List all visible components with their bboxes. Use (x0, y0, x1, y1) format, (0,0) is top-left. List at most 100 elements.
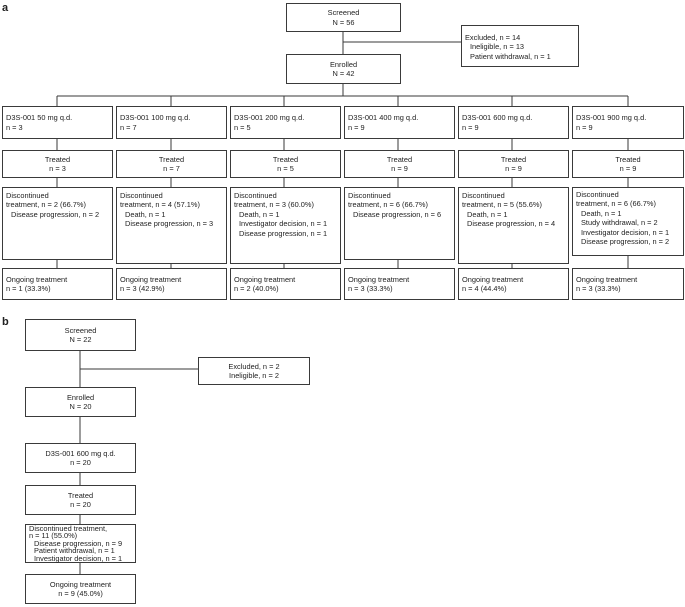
a-arm2-disc-count: treatment, n = 4 (57.1%) (120, 200, 200, 210)
b-screened-box: Screened N = 22 (25, 319, 136, 351)
b-dose-n: n = 20 (70, 458, 91, 467)
a-arm4-dose-box: D3S-001 400 mg q.d. n = 9 (344, 106, 455, 139)
a-arm6-disc-reason-2: Study withdrawal, n = 2 (581, 218, 658, 228)
a-screened-title: Screened (327, 8, 360, 18)
a-arm2-dose-label: D3S-001 100 mg q.d. (120, 113, 191, 123)
panel-a-label: a (2, 2, 9, 14)
a-arm2-ongoing-n: n = 3 (42.9%) (120, 284, 165, 293)
a-arm1-disc-count: treatment, n = 2 (66.7%) (6, 200, 86, 210)
a-arm5-dose-label: D3S-001 600 mg q.d. (462, 113, 533, 123)
a-arm2-treated-title: Treated (158, 154, 185, 164)
a-arm2-treated-box: Treated n = 7 (116, 150, 227, 178)
a-arm6-treated-title: Treated (615, 154, 641, 164)
a-arm6-discontinued-box: Discontinued treatment, n = 6 (66.7%) De… (572, 187, 684, 256)
a-arm3-disc-reason-3: Disease progression, n = 1 (239, 228, 328, 238)
a-arm5-disc-reason-1: Death, n = 1 (467, 209, 508, 219)
a-arm1-dose-box: D3S-001 50 mg q.d. n = 3 (2, 106, 113, 139)
a-arm4-treated-box: Treated n = 9 (344, 150, 455, 178)
a-arm4-treated-title: Treated (386, 154, 413, 164)
a-arm1-ongoing-title: Ongoing treatment (6, 274, 68, 284)
a-screened-count: N = 56 (332, 17, 355, 27)
a-arm4-discontinued-box: Discontinued treatment, n = 6 (66.7%) Di… (344, 187, 455, 260)
a-arm5-treated-title: Treated (500, 154, 527, 164)
b-ongoing-box: Ongoing treatment n = 9 (45.0%) (25, 574, 136, 604)
a-arm4-ongoing-title: Ongoing treatment (348, 274, 410, 284)
a-arm2-disc-reason-2: Disease progression, n = 3 (125, 219, 214, 229)
a-arm2-dose-n: n = 7 (120, 122, 137, 132)
a-excluded-ineligible: Ineligible, n = 13 (470, 42, 525, 52)
a-excluded-box: Excluded, n = 14 Ineligible, n = 13 Pati… (461, 25, 579, 67)
a-arm6-disc-reason-4: Disease progression, n = 2 (581, 237, 670, 247)
a-arm4-disc-count: treatment, n = 6 (66.7%) (348, 200, 428, 210)
a-arm6-dose-n: n = 9 (576, 122, 593, 132)
a-arm3-discontinued-box: Discontinued treatment, n = 3 (60.0%) De… (230, 187, 341, 264)
b-excluded-total: Excluded, n = 2 (228, 361, 280, 371)
b-enrolled-title: Enrolled (66, 392, 95, 402)
a-arm3-disc-title: Discontinued (234, 191, 277, 200)
b-treated-box: Treated n = 20 (25, 485, 136, 515)
a-arm5-ongoing-title: Ongoing treatment (462, 274, 524, 284)
b-disc-title: Discontinued treatment, (29, 523, 108, 533)
a-arm6-ongoing-title: Ongoing treatment (576, 274, 638, 284)
a-arm6-dose-box: D3S-001 900 mg q.d. n = 9 (572, 106, 684, 139)
b-treated-title: Treated (67, 490, 94, 500)
a-arm5-treated-box: Treated n = 9 (458, 150, 569, 178)
a-arm4-ongoing-box: Ongoing treatment n = 3 (33.3%) (344, 268, 455, 300)
b-disc-reason-3: Investigator decision, n = 1 (34, 553, 123, 563)
a-arm3-treated-n: n = 5 (277, 164, 294, 173)
a-arm3-ongoing-title: Ongoing treatment (234, 274, 296, 284)
a-arm6-disc-title: Discontinued (576, 190, 619, 199)
a-arm4-dose-label: D3S-001 400 mg q.d. (348, 113, 419, 123)
a-arm2-ongoing-box: Ongoing treatment n = 3 (42.9%) (116, 268, 227, 300)
a-arm4-disc-reason-1: Disease progression, n = 6 (353, 209, 442, 219)
a-arm5-discontinued-box: Discontinued treatment, n = 5 (55.6%) De… (458, 187, 569, 264)
a-arm6-treated-n: n = 9 (619, 164, 637, 173)
a-arm3-disc-count: treatment, n = 3 (60.0%) (234, 200, 314, 210)
b-excluded-ineligible: Ineligible, n = 2 (229, 371, 279, 380)
a-arm5-ongoing-n: n = 4 (44.4%) (462, 284, 507, 293)
a-arm1-disc-reason-1: Disease progression, n = 2 (11, 209, 100, 219)
panel-b-label: b (2, 316, 9, 328)
b-treated-n: n = 20 (70, 500, 91, 509)
a-arm2-dose-box: D3S-001 100 mg q.d. n = 7 (116, 106, 227, 139)
a-arm2-discontinued-box: Discontinued treatment, n = 4 (57.1%) De… (116, 187, 227, 264)
a-arm5-ongoing-box: Ongoing treatment n = 4 (44.4%) (458, 268, 569, 300)
a-arm6-ongoing-box: Ongoing treatment n = 3 (33.3%) (572, 268, 684, 300)
a-arm5-disc-reason-2: Disease progression, n = 4 (467, 219, 556, 229)
b-excluded-box: Excluded, n = 2 Ineligible, n = 2 (198, 357, 310, 385)
a-arm1-dose-label: D3S-001 50 mg q.d. (6, 113, 73, 123)
b-screened-title: Screened (64, 325, 97, 335)
a-arm3-ongoing-box: Ongoing treatment n = 2 (40.0%) (230, 268, 341, 300)
a-enrolled-count: N = 42 (332, 69, 355, 78)
b-disc-reason-2: Patient withdrawal, n = 1 (34, 546, 115, 556)
a-arm4-disc-title: Discontinued (348, 191, 391, 200)
b-dose-label: D3S-001 600 mg q.d. (45, 448, 116, 458)
a-arm1-treated-n: n = 3 (49, 164, 66, 173)
a-arm3-dose-label: D3S-001 200 mg q.d. (234, 113, 305, 123)
a-arm4-treated-n: n = 9 (391, 164, 408, 173)
a-arm1-disc-title: Discontinued (6, 191, 49, 200)
b-screened-count: N = 22 (69, 335, 92, 344)
a-arm5-disc-title: Discontinued (462, 191, 505, 200)
a-arm3-disc-reason-2: Investigator decision, n = 1 (239, 219, 328, 229)
a-enrolled-box: Enrolled N = 42 (286, 54, 401, 84)
b-enrolled-box: Enrolled N = 20 (25, 387, 136, 417)
b-ongoing-n: n = 9 (45.0%) (58, 589, 103, 598)
a-arm4-dose-n: n = 9 (348, 122, 365, 132)
a-excluded-withdrawal: Patient withdrawal, n = 1 (470, 51, 551, 61)
b-enrolled-count: N = 20 (69, 402, 92, 411)
a-arm4-ongoing-n: n = 3 (33.3%) (348, 284, 393, 293)
a-arm2-disc-reason-1: Death, n = 1 (125, 209, 166, 219)
a-enrolled-title: Enrolled (329, 59, 358, 69)
a-arm6-disc-reason-3: Investigator decision, n = 1 (581, 227, 670, 237)
a-arm5-dose-box: D3S-001 600 mg q.d. n = 9 (458, 106, 569, 139)
a-arm2-treated-n: n = 7 (163, 164, 180, 173)
a-arm3-treated-box: Treated n = 5 (230, 150, 341, 178)
a-arm3-disc-reason-1: Death, n = 1 (239, 209, 280, 219)
a-arm3-dose-box: D3S-001 200 mg q.d. n = 5 (230, 106, 341, 139)
b-disc-count: n = 11 (55.0%) (29, 531, 78, 541)
a-excluded-total: Excluded, n = 14 (465, 32, 521, 42)
b-disc-reason-1: Disease progression, n = 9 (34, 538, 123, 548)
